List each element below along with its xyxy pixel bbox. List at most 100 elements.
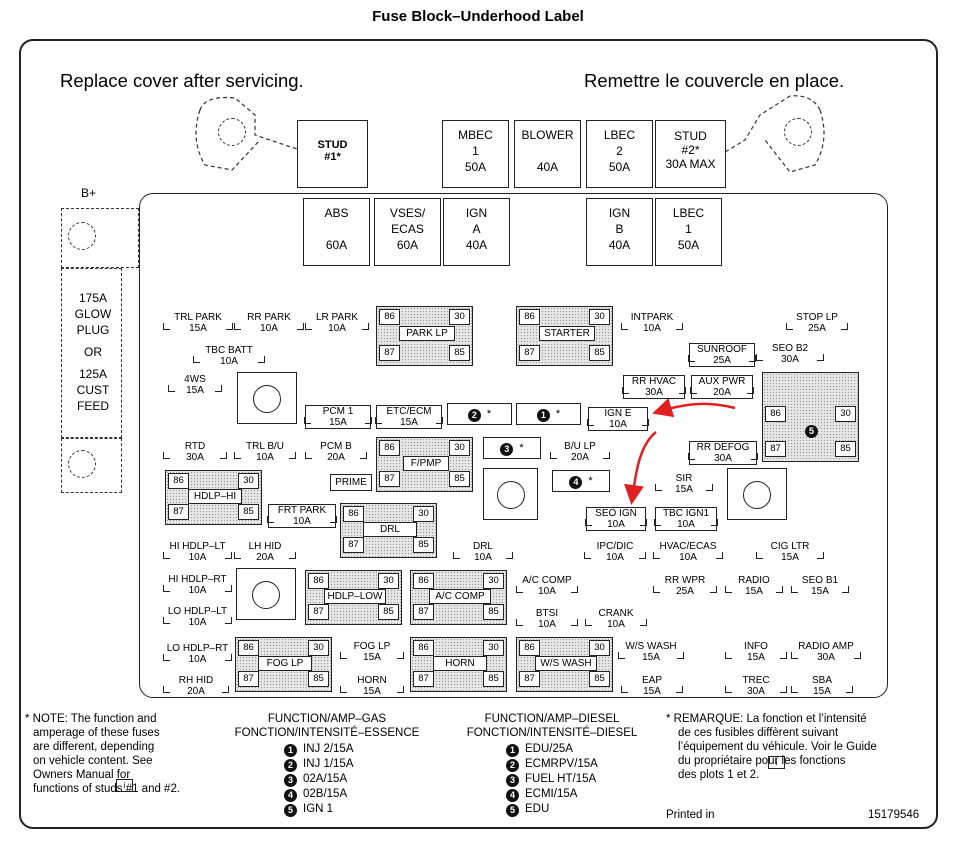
- fuse-position-1: 1*: [516, 403, 581, 425]
- header-english: Replace cover after servicing.: [60, 70, 304, 91]
- mount-hole-left: [218, 118, 246, 146]
- printed-in: Printed in: [666, 809, 715, 821]
- manual-icon-fr: i: [768, 756, 785, 769]
- mount-hole-right: [784, 118, 812, 146]
- manual-icon: i: [116, 779, 133, 792]
- stud-hole-1: [253, 385, 281, 413]
- page-title: Fuse Block–Underhood Label: [372, 8, 584, 25]
- glow-plug-box: [61, 268, 122, 438]
- stud-2: STUD#2*30A MAX: [655, 120, 726, 188]
- header-french: Remettre le couvercle en place.: [584, 70, 845, 91]
- stud-hole-3: [743, 481, 771, 509]
- fuse-position-2: 2*: [447, 403, 512, 425]
- fuse-position-3: 3*: [483, 437, 541, 459]
- b-plus-stud: [68, 222, 96, 250]
- stud-1: STUD#1*: [297, 120, 368, 188]
- stud-hole-2: [252, 581, 280, 609]
- glow-plug-terminal: [61, 438, 122, 493]
- b-plus-terminal: [61, 208, 139, 268]
- part-number: 15179546: [868, 809, 920, 821]
- fuse-block-label: [19, 39, 938, 829]
- prime-fuse: PRIME: [330, 474, 372, 491]
- stud-hole-4: [497, 481, 525, 509]
- fuse-position-4: 4*: [552, 470, 610, 492]
- b-plus-label: B+: [81, 186, 97, 200]
- glow-plug-stud: [68, 450, 96, 478]
